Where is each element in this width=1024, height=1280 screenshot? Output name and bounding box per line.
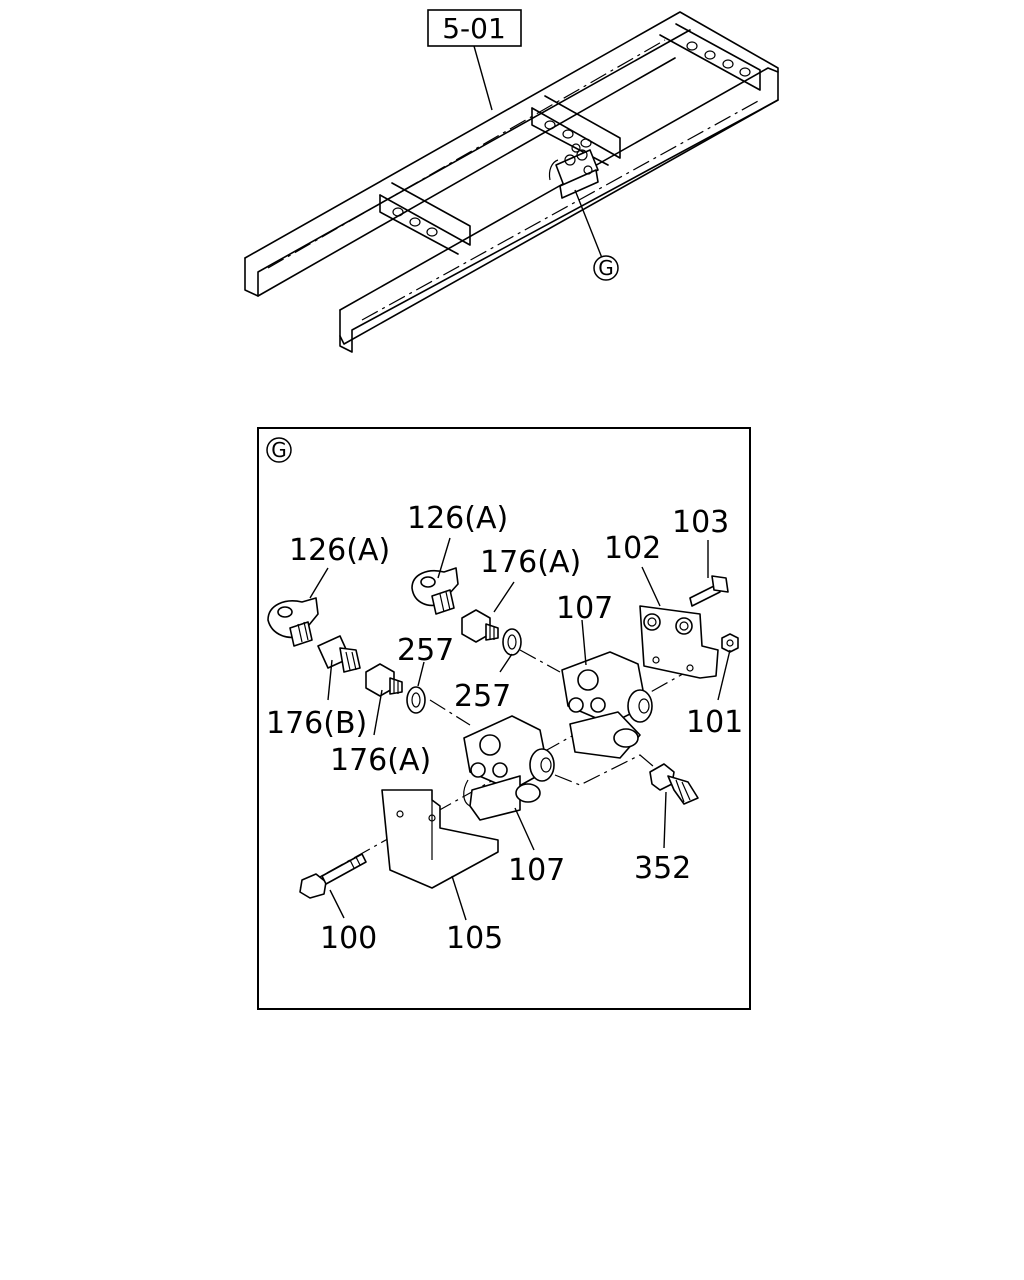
bracket-102[interactable] <box>639 605 719 679</box>
chassis-frame <box>244 11 779 353</box>
detail-marker-label: G <box>598 256 614 280</box>
detail-box-marker-label: G <box>271 438 287 462</box>
elbow-fitting-126a-top[interactable] <box>411 567 459 615</box>
adapter-176a-low[interactable] <box>365 663 403 697</box>
callout-100[interactable]: 100 <box>320 921 377 956</box>
callout-176a-low[interactable]: 176(A) <box>330 743 431 778</box>
leader-lines <box>309 537 731 921</box>
callout-257-mid[interactable]: 257 <box>454 679 511 714</box>
bolt-103[interactable] <box>689 575 729 607</box>
elbow-fitting-126a-left[interactable] <box>267 597 319 647</box>
callout-107-low[interactable]: 107 <box>508 853 565 888</box>
valve-107-upper[interactable] <box>561 651 653 759</box>
callout-102[interactable]: 102 <box>604 531 661 566</box>
nut-101[interactable] <box>721 633 739 653</box>
valve-107-lower[interactable] <box>463 715 555 821</box>
detail-box-marker <box>266 437 292 463</box>
adapter-176b[interactable] <box>317 635 361 673</box>
adapter-176a-top[interactable] <box>461 609 499 643</box>
washer-257-left[interactable] <box>406 686 426 714</box>
callout-352[interactable]: 352 <box>634 851 691 886</box>
detail-marker[interactable] <box>593 255 619 281</box>
bolt-100[interactable] <box>299 853 367 899</box>
reference-label: 5-01 <box>442 12 506 45</box>
fitting-352[interactable] <box>649 763 699 805</box>
reference-tag[interactable]: 5-01 <box>427 9 522 47</box>
callout-257-left[interactable]: 257 <box>397 633 454 668</box>
callout-101[interactable]: 101 <box>686 705 743 740</box>
callout-103[interactable]: 103 <box>672 505 729 540</box>
callout-126a-top[interactable]: 126(A) <box>407 501 508 536</box>
washer-257-mid[interactable] <box>502 628 522 656</box>
bracket-105[interactable] <box>381 789 499 889</box>
callout-126a-left[interactable]: 126(A) <box>289 533 390 568</box>
detail-frame <box>257 427 751 1010</box>
callout-107-top[interactable]: 107 <box>556 591 613 626</box>
callout-105[interactable]: 105 <box>446 921 503 956</box>
callout-176b[interactable]: 176(B) <box>266 706 367 741</box>
callout-labels: 126(A) 126(A) 176(A) 107 102 103 257 257… <box>266 501 743 956</box>
callout-176a-top[interactable]: 176(A) <box>480 545 581 580</box>
